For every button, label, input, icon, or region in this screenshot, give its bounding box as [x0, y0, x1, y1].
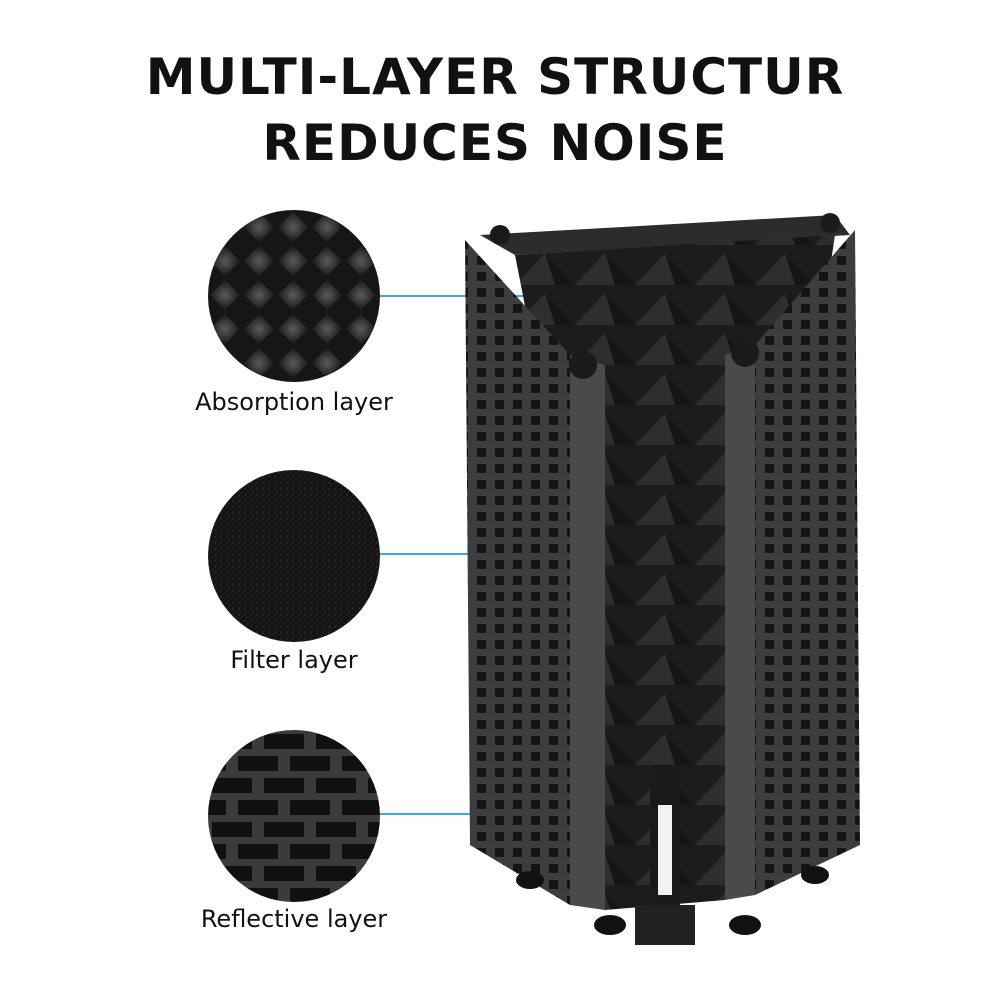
absorption-layer-label: Absorption layer	[195, 388, 393, 416]
perforated-mesh-swatch-icon	[208, 730, 380, 902]
headline-line-1: MULTI-LAYER STRUCTUR	[145, 48, 845, 106]
reflective-layer-label: Reflective layer	[200, 905, 388, 933]
headline-line-2: REDUCES NOISE	[262, 114, 728, 172]
fine-foam-swatch-icon	[208, 470, 380, 642]
filter-layer-label: Filter layer	[230, 646, 358, 674]
isolation-shield-product-image	[455, 205, 875, 979]
egg-crate-foam-swatch-icon	[208, 210, 380, 382]
